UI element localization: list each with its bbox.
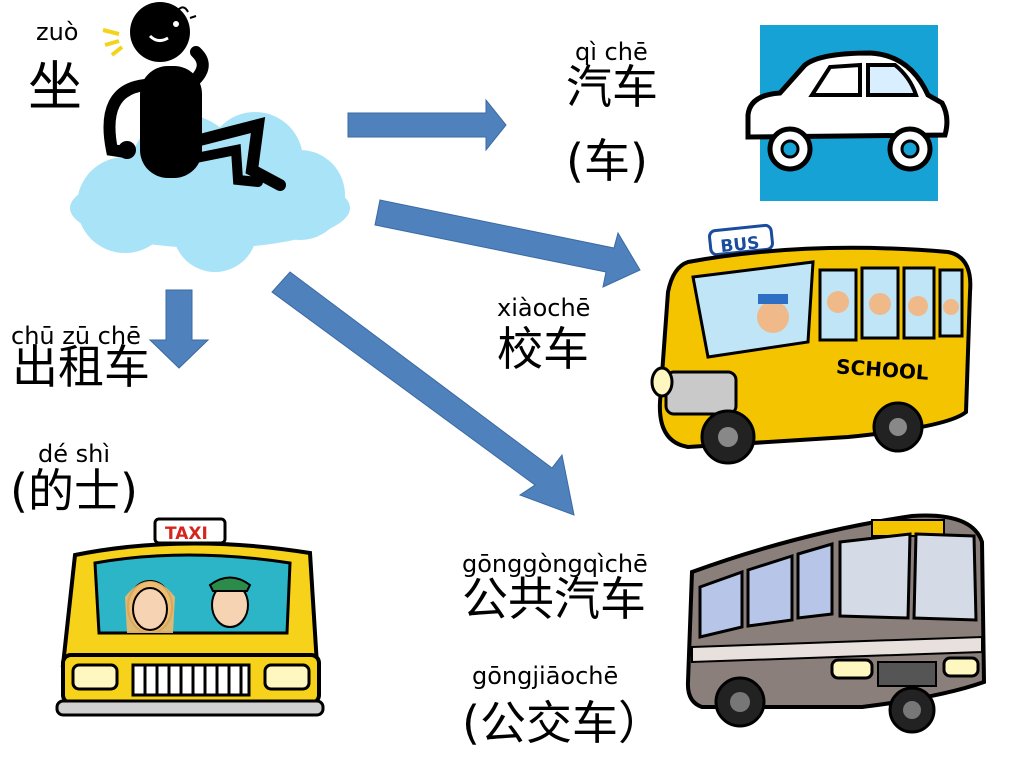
school-bus-pinyin: xiàochē — [497, 294, 591, 322]
cloud-shape — [70, 112, 350, 272]
arrow-to-school-bus — [374, 199, 641, 288]
city-bus-pinyin: gōnggòngqìchē — [462, 550, 648, 578]
car-alt: (车) — [566, 134, 648, 188]
car-hanzi: 汽车 — [566, 60, 658, 114]
sit-hanzi: 坐 — [28, 55, 82, 118]
stick-figure — [102, 2, 286, 191]
taxi-alt-pinyin: dé shì — [38, 440, 111, 468]
arrow-to-car — [347, 98, 507, 152]
school-bus-icon: BUS SCHOOL — [650, 223, 973, 465]
taxi-hanzi: 出租车 — [12, 340, 150, 394]
city-bus-icon — [685, 513, 987, 734]
city-bus-alt: (公交车） — [462, 696, 664, 750]
taxi-icon: TAXI — [55, 517, 325, 717]
arrow-to-taxi — [148, 289, 210, 369]
school-bus-hanzi: 校车 — [497, 322, 589, 376]
car-pinyin: qì chē — [575, 38, 648, 66]
city-bus-alt-pinyin: gōngjiāochē — [472, 662, 619, 690]
taxi-pinyin: chū zū chē — [11, 322, 141, 350]
city-bus-hanzi: 公共汽车 — [462, 572, 646, 626]
taxi-alt: (的士) — [10, 464, 138, 518]
taxi-sign-text: TAXI — [165, 524, 208, 544]
car-icon — [745, 25, 950, 201]
sit-pinyin: zuò — [36, 18, 79, 46]
